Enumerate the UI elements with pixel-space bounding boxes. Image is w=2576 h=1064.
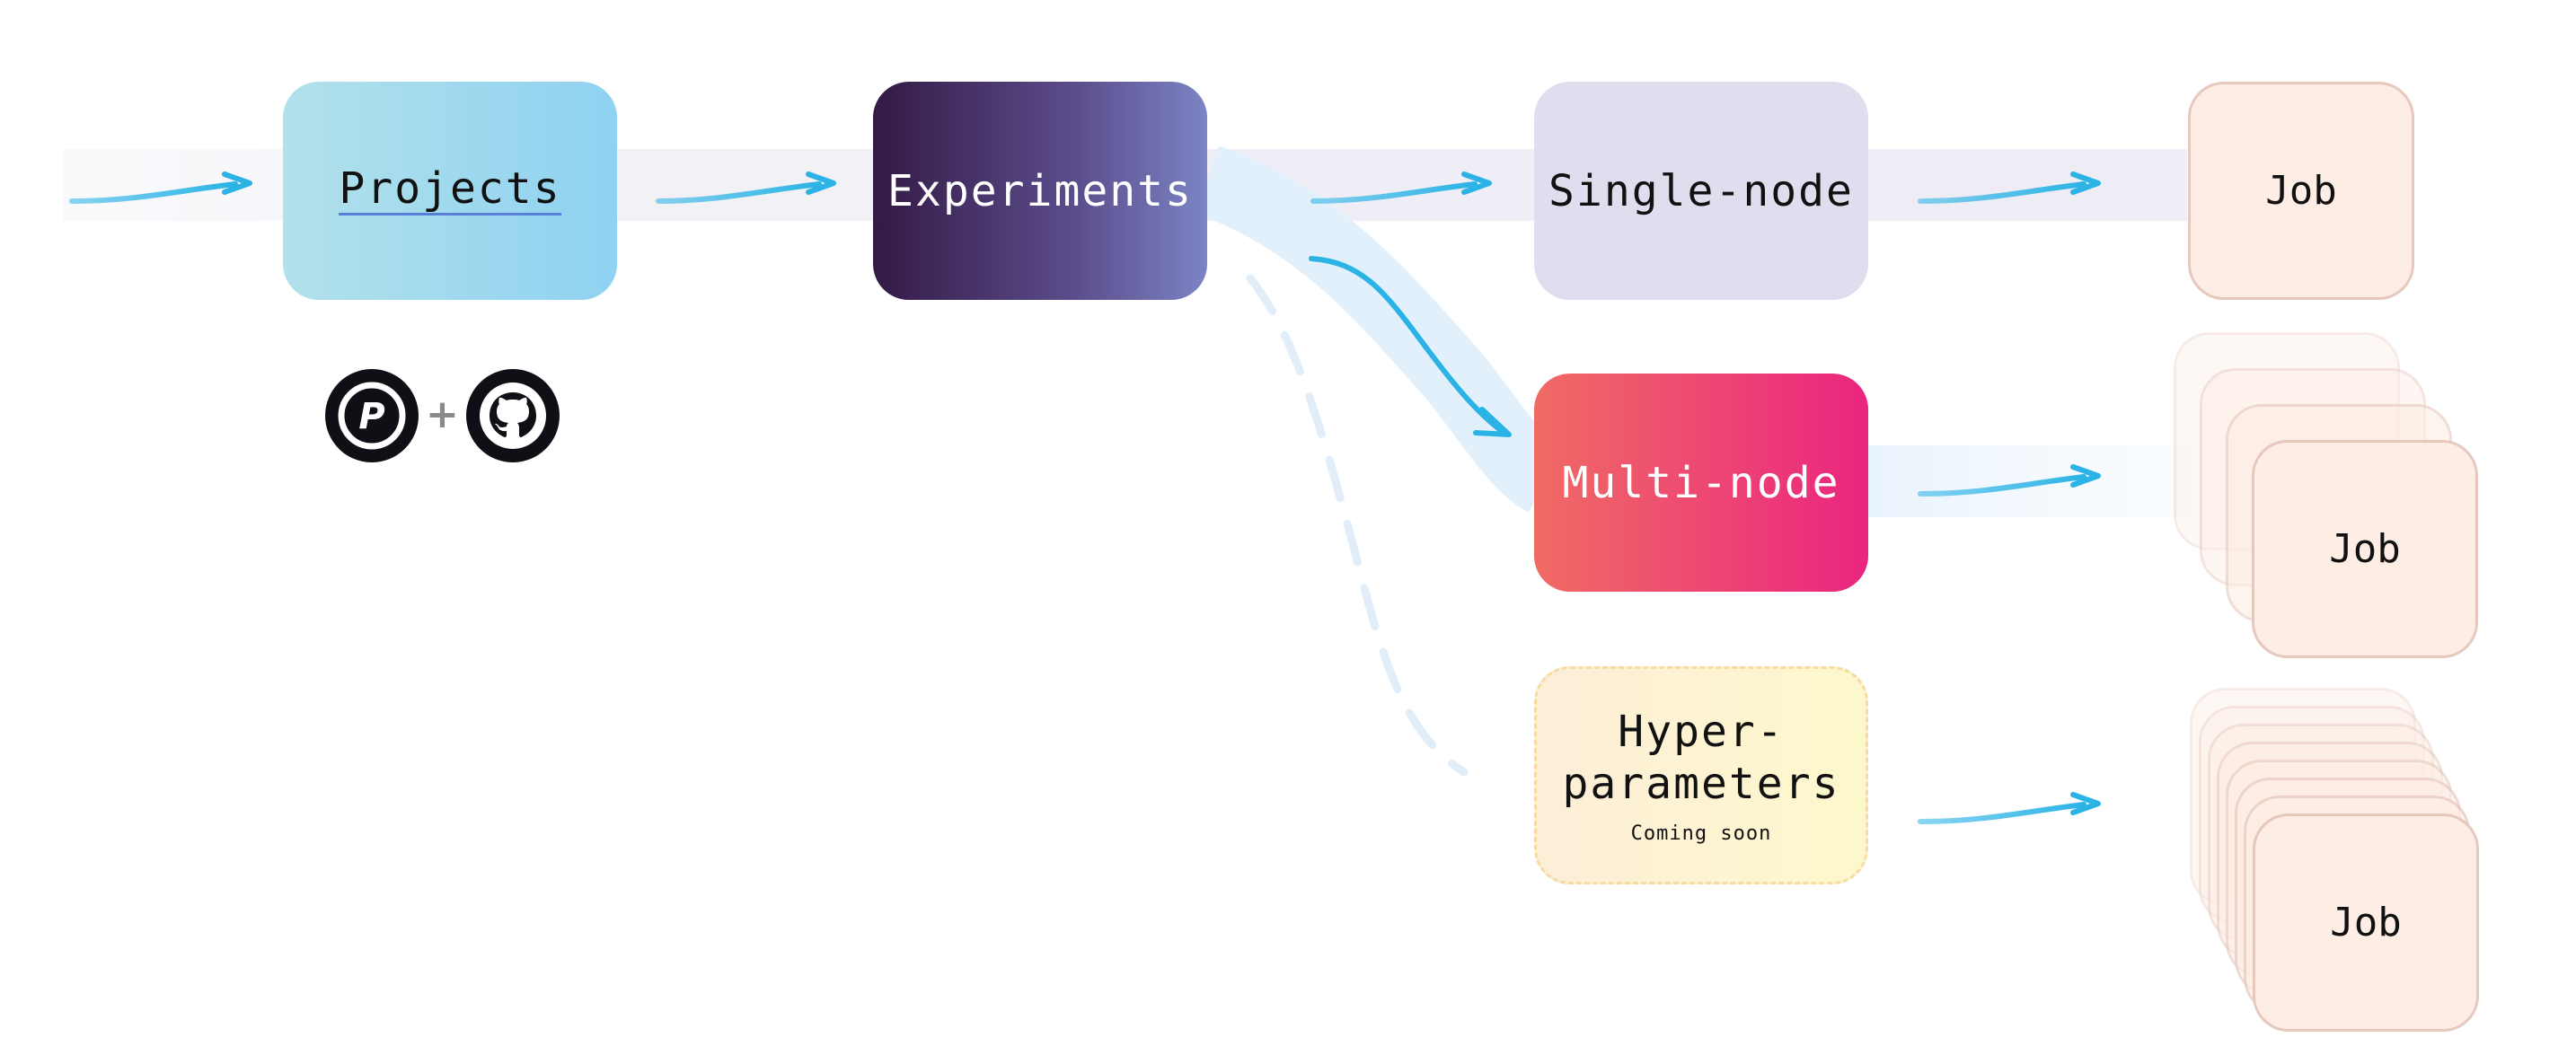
track-multi-job bbox=[1868, 445, 2192, 517]
multi-node-job-label: Job bbox=[2329, 526, 2401, 572]
single-node-node: Single-node bbox=[1534, 82, 1868, 300]
experiments-label: Experiments bbox=[887, 165, 1193, 216]
arrow-hyperparameters-job bbox=[1918, 792, 2101, 824]
arrow-entry bbox=[69, 171, 252, 204]
svg-text:P: P bbox=[358, 396, 384, 437]
hyperparameters-job-label: Job bbox=[2330, 900, 2402, 945]
single-job-label: Job bbox=[2265, 168, 2337, 214]
hyperparameters-job-card: Job bbox=[2253, 813, 2479, 1032]
arrow-experiments-single bbox=[1310, 171, 1492, 204]
dashed-connector-hyperparameters bbox=[1246, 274, 1469, 777]
arrow-projects-experiments bbox=[656, 171, 836, 204]
projects-node: Projects bbox=[283, 82, 617, 300]
multi-node-job-card: Job bbox=[2252, 440, 2478, 658]
hyperparameters-node: Hyper- parameters Coming soon bbox=[1534, 666, 1868, 884]
track-single-job bbox=[1868, 149, 2187, 221]
plus-sign: + bbox=[426, 391, 459, 437]
hyperparameters-label-line2: parameters bbox=[1562, 759, 1840, 809]
projects-label: Projects bbox=[339, 163, 561, 215]
hyperparameters-label-line1: Hyper- bbox=[1618, 707, 1785, 757]
single-job-card: Job bbox=[2188, 82, 2414, 300]
github-icon bbox=[466, 369, 560, 462]
experiments-node: Experiments bbox=[873, 82, 1207, 300]
arrow-experiments-multi bbox=[1309, 256, 1512, 437]
polyaxon-logo-icon: P bbox=[325, 369, 419, 462]
arrow-multi-job bbox=[1918, 464, 2101, 497]
arrow-single-job bbox=[1918, 171, 2101, 204]
multi-node-node: Multi-node bbox=[1534, 374, 1868, 592]
multi-node-label: Multi-node bbox=[1562, 457, 1840, 508]
coming-soon-note: Coming soon bbox=[1630, 822, 1772, 845]
single-node-label: Single-node bbox=[1548, 165, 1854, 216]
